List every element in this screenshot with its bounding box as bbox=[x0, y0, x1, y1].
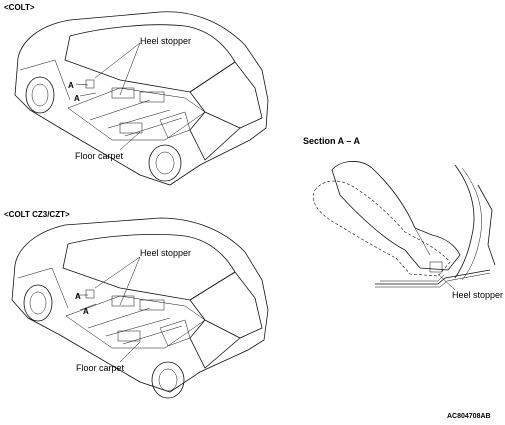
top-section-mark-2: A bbox=[74, 94, 80, 103]
top-floor-carpet-callout: Floor carpet bbox=[75, 151, 124, 161]
bottom-car-drawing bbox=[11, 217, 269, 399]
top-car-drawing bbox=[14, 11, 269, 186]
top-section-mark-1: A bbox=[68, 81, 74, 90]
top-car-heading: <COLT> bbox=[4, 3, 35, 12]
bottom-section-mark-1: A bbox=[75, 292, 81, 301]
bottom-floor-carpet-callout: Floor carpet bbox=[76, 363, 125, 373]
bottom-heel-stopper-callout: Heel stopper bbox=[140, 248, 192, 258]
section-aa-title: Section A – A bbox=[303, 136, 361, 146]
bottom-car-heading: <COLT CZ3/CZT> bbox=[4, 210, 70, 219]
section-aa-drawing bbox=[312, 161, 496, 291]
bottom-section-mark-2: A bbox=[83, 307, 89, 316]
top-heel-stopper-callout: Heel stopper bbox=[140, 36, 192, 46]
section-heel-stopper-callout: Heel stopper bbox=[452, 290, 504, 300]
figure-code: AC804708AB bbox=[447, 413, 491, 420]
